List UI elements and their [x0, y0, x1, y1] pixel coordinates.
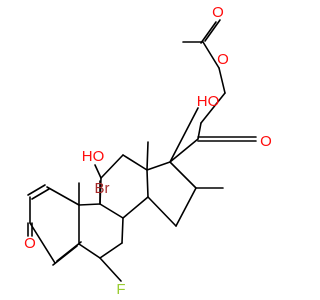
- atom-label-ho-c17: HO: [197, 93, 220, 110]
- atom-label-br: Br: [95, 180, 110, 197]
- bond: [78, 243, 101, 259]
- bond: [56, 241, 82, 262]
- bond: [46, 186, 80, 206]
- bond: [175, 187, 197, 227]
- bond: [78, 203, 101, 206]
- bond: [169, 107, 199, 163]
- bond: [122, 154, 148, 171]
- bonds: [27, 19, 257, 282]
- bond: [27, 184, 46, 196]
- bond: [31, 188, 50, 200]
- bond: [29, 222, 56, 264]
- atom-label-ho-c11: HO: [82, 148, 105, 165]
- molecule-structure: O HO Br F HO O O O: [24, 4, 272, 298]
- bond: [218, 67, 226, 94]
- bond: [202, 41, 220, 69]
- bond: [200, 92, 226, 124]
- atom-label-o20: O: [260, 133, 272, 150]
- bond: [146, 169, 149, 198]
- atom-label-o3: O: [24, 235, 36, 252]
- bond: [100, 154, 124, 179]
- bond: [94, 164, 102, 179]
- bond: [121, 217, 124, 244]
- atom-label-f: F: [116, 281, 125, 298]
- bond: [169, 161, 197, 189]
- bond: [99, 257, 122, 282]
- bond: [204, 19, 221, 42]
- bond: [99, 203, 124, 219]
- bond: [147, 196, 177, 227]
- bond: [122, 196, 149, 219]
- atom-label-acetyl-o: O: [212, 4, 224, 21]
- bond: [200, 21, 217, 44]
- bond: [99, 242, 123, 259]
- bond: [169, 138, 199, 163]
- atom-label-ester-o: O: [217, 51, 229, 68]
- bond: [146, 161, 171, 171]
- bond: [146, 141, 149, 171]
